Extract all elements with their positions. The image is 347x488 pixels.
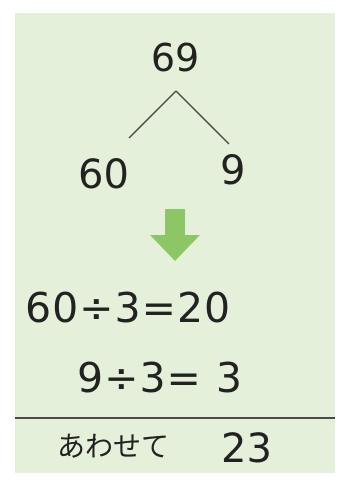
divider-line	[15, 417, 335, 419]
branch-line-left	[128, 90, 177, 139]
total-label: あわせて	[57, 430, 170, 463]
branch-lines	[128, 90, 230, 145]
down-arrow-icon	[150, 209, 200, 261]
branch-line-right	[175, 90, 230, 145]
whole-number: 69	[150, 36, 200, 80]
decomposition-panel: 69 60 9 60÷3=20 9÷3= 3 あわせて 23	[15, 13, 335, 473]
total-value: 23	[221, 426, 272, 472]
part-ones: 9	[220, 148, 246, 194]
equation-ones: 9÷3= 3	[77, 354, 243, 402]
equation-tens: 60÷3=20	[25, 284, 232, 332]
part-tens: 60	[78, 152, 129, 198]
